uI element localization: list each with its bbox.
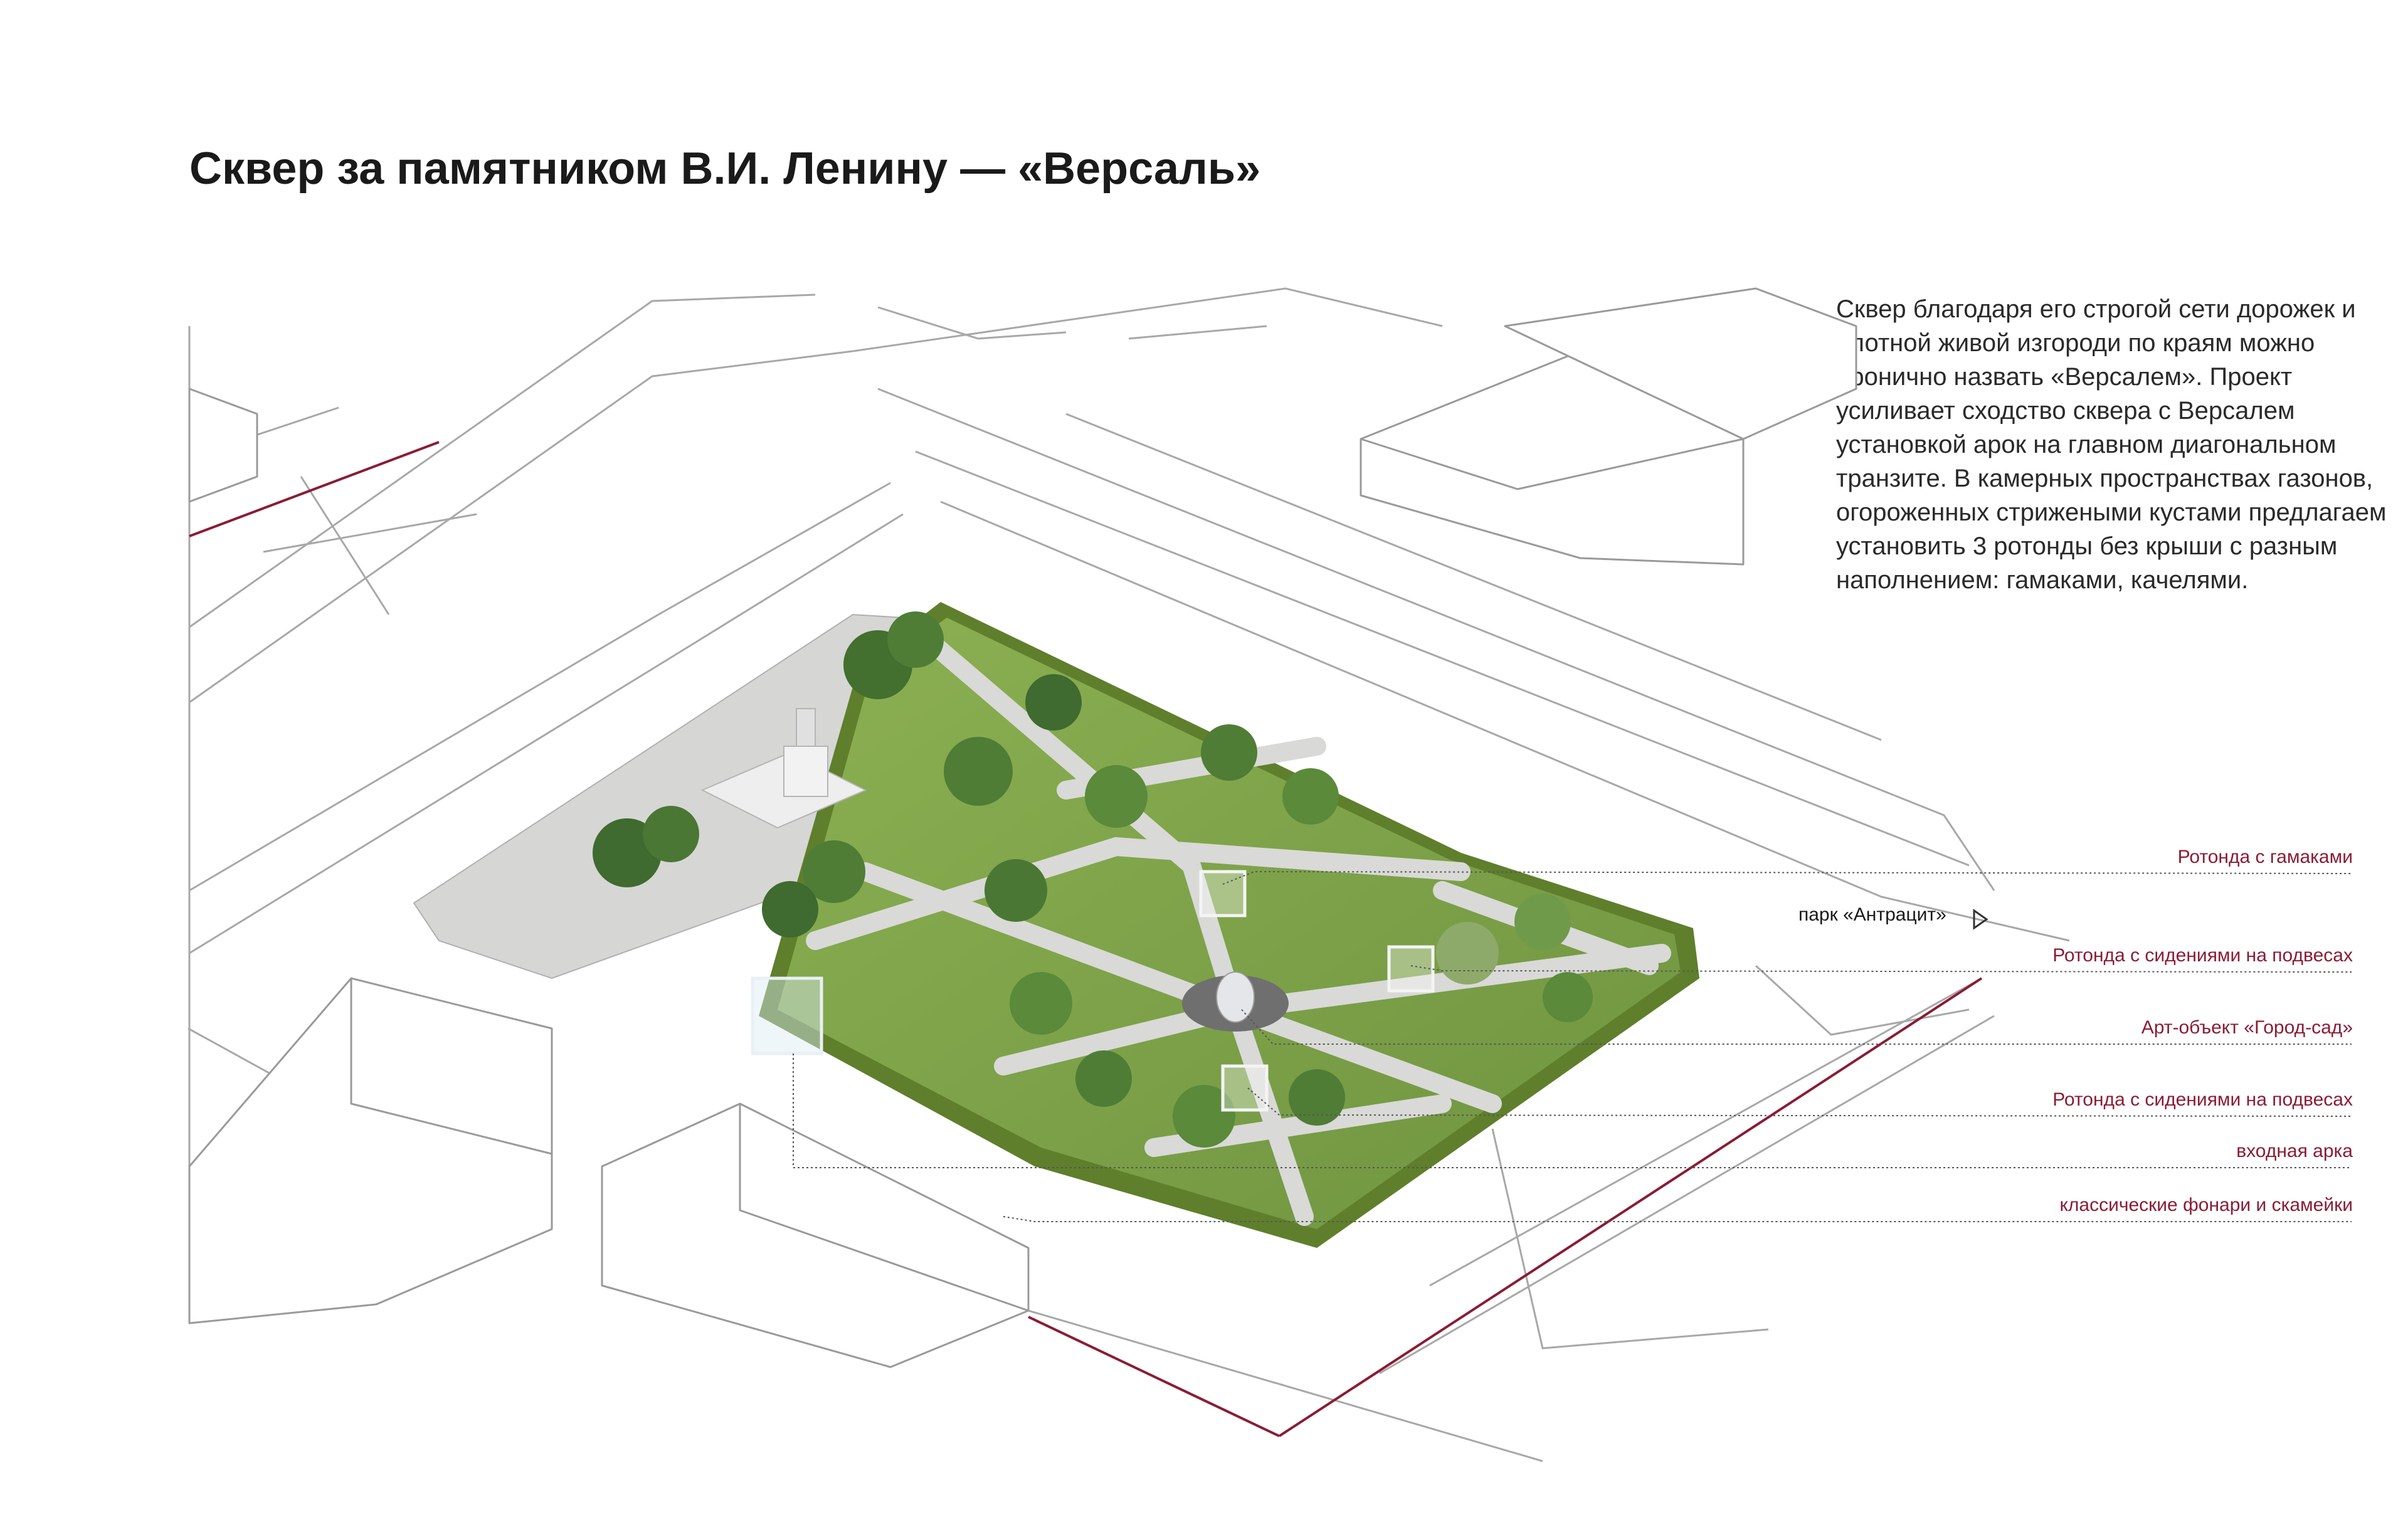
tree — [643, 806, 699, 862]
tree — [1289, 1069, 1345, 1126]
building-top-left — [188, 388, 258, 503]
building-bottom — [601, 1102, 1030, 1368]
park-direction-arrow — [1973, 909, 1988, 930]
trees — [593, 611, 1593, 1148]
rotunda-hanging-seats-right — [1387, 945, 1435, 993]
tree — [1543, 972, 1593, 1022]
tree — [1436, 922, 1499, 985]
tree — [762, 881, 818, 938]
rotundas — [751, 870, 1435, 1112]
tree — [887, 611, 944, 668]
callout-entrance-arch: входная арка — [2236, 1141, 2353, 1161]
building-left — [188, 977, 553, 1324]
tree — [1201, 724, 1257, 781]
callout-rotunda-hanging-seats-2: Ротонда с сидениями на подвесах — [2052, 1089, 2353, 1110]
rotunda-hammocks — [1199, 870, 1247, 917]
tree — [1282, 768, 1339, 825]
tree — [1010, 972, 1072, 1035]
property-boundary — [189, 441, 1983, 1437]
park-paths — [806, 630, 1671, 1226]
tree — [1025, 674, 1082, 731]
park-antracit-label: парк «Антрацит» — [1798, 904, 1946, 925]
buildings — [188, 287, 1857, 1368]
entrance-arch — [751, 976, 823, 1055]
callout-rotunda-hanging-seats-1: Ротонда с сидениями на подвесах — [2052, 945, 2353, 966]
tree — [1075, 1050, 1132, 1107]
tree — [1173, 1085, 1235, 1148]
tree — [985, 859, 1047, 922]
rotunda-hanging-seats-bottom — [1221, 1064, 1269, 1112]
callout-leaders — [793, 870, 2352, 1222]
tree — [1085, 765, 1148, 828]
tree — [944, 737, 1013, 806]
building-top-right-2 — [1504, 287, 1857, 440]
callout-rotunda-hammocks: Ротонда с гамаками — [2177, 847, 2353, 867]
callout-art-object: Арт-объект «Город-сад» — [2141, 1017, 2353, 1038]
tree — [803, 840, 865, 903]
callout-lamps-benches: классические фонари и скамейки — [2059, 1195, 2353, 1215]
art-object-city-garden — [1216, 971, 1255, 1023]
page-title: Сквер за памятником В.И. Ленину — «Верса… — [189, 144, 1261, 194]
description-text: Сквер благодаря его строгой сети дорожек… — [1836, 295, 2387, 594]
tree — [1514, 894, 1571, 950]
lenin-monument — [700, 708, 867, 829]
